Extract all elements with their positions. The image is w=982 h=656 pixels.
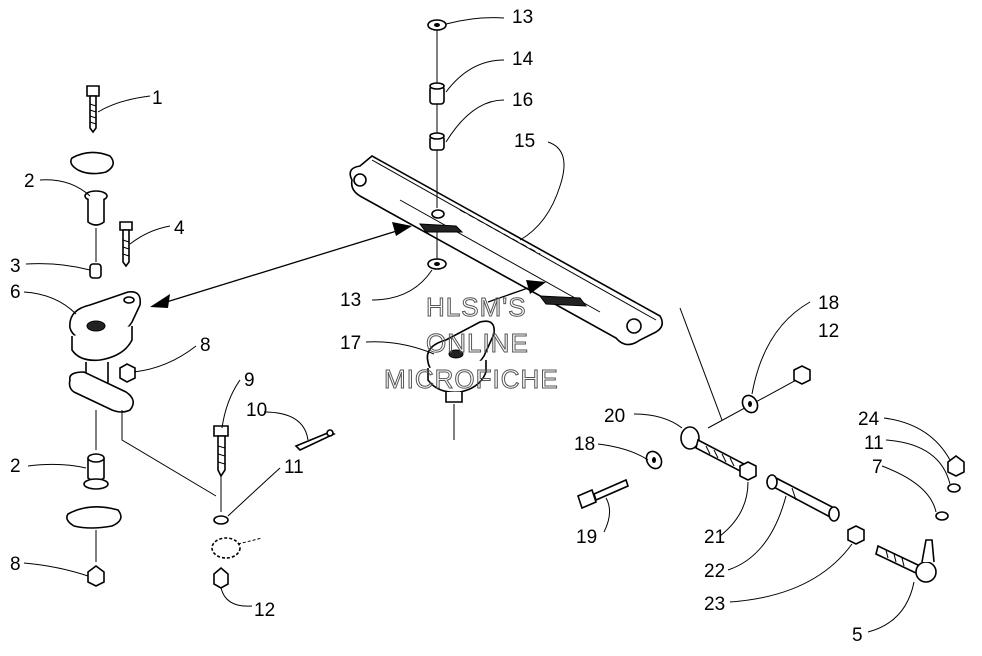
callout-5: 5 [852,625,863,646]
right-tie-rod-assembly [577,307,965,583]
nut-23 [847,525,865,545]
nut-12-right [793,365,811,385]
callout-18-right: 18 [818,293,839,314]
tie-rod-end-5 [875,539,937,583]
callout-24: 24 [858,409,880,430]
upper-plate [70,151,114,175]
nut-12-lower [213,566,229,589]
callout-10: 10 [246,400,267,421]
callout-9: 9 [244,370,255,391]
callout-18-left: 18 [574,434,595,455]
lower-plate [66,506,122,529]
callout-14: 14 [512,49,534,70]
leader-lines [23,17,951,633]
washer-18-right [741,394,759,414]
callout-11-left: 11 [284,457,304,478]
bolt-9 [213,425,229,478]
watermark: HLSM'S ONLINE MICROFICHE [384,292,559,395]
callout-labels: 1 2 4 3 6 8 2 8 9 10 11 12 13 14 16 15 1… [10,7,884,646]
callout-7: 7 [872,457,883,478]
callout-17: 17 [340,333,361,354]
nut-8-lower [87,565,105,587]
cotter-pin-10 [294,429,336,451]
watermark-line-1: HLSM'S [426,292,527,322]
washer-18-left [645,450,663,470]
tie-rod-end-assembly [211,425,336,589]
callout-6: 6 [10,282,21,303]
pivot-bracket-6 [68,290,142,413]
adjuster-sleeve-22 [766,474,840,522]
tie-rod-end [211,537,263,559]
callout-19: 19 [576,527,597,548]
callout-12-left: 12 [254,600,275,621]
bushing-2-bottom [83,453,109,490]
left-pivot-assembly [66,85,217,587]
callout-2-top: 2 [24,171,35,192]
callout-4: 4 [174,218,185,239]
callout-8-lower: 8 [10,554,21,575]
pivot-17 [426,320,496,440]
callout-2-bottom: 2 [10,456,21,477]
spacer-14 [429,82,445,105]
callout-16: 16 [512,90,533,111]
steering-arm-15 [349,155,664,346]
rod-end-20 [680,426,745,474]
callout-11-right: 11 [864,433,884,454]
bolt-4 [119,221,133,268]
callout-20: 20 [604,406,625,427]
nut-24 [947,455,965,477]
callout-15: 15 [514,131,535,152]
nut-8-upper [119,363,136,383]
callout-13-top: 13 [512,7,533,28]
bolt-1 [86,85,100,134]
callout-22: 22 [704,561,725,582]
watermark-line-3: MICROFICHE [384,364,559,394]
callout-8-upper: 8 [200,335,211,356]
bolt-19 [577,478,629,510]
washer-11 [213,515,229,525]
callout-3: 3 [10,256,21,277]
callout-1: 1 [152,88,163,109]
watermark-line-2: ONLINE [426,328,529,358]
washer-7 [935,511,949,521]
callout-21: 21 [704,527,725,548]
washer-11-right [947,483,961,493]
callout-23: 23 [704,594,725,615]
pointer-arrows [150,222,546,308]
callout-12-right: 12 [818,321,839,342]
callout-13-lower: 13 [340,290,361,311]
nut-21 [739,461,757,481]
spacer-3 [89,263,102,279]
bushing-2-top [84,190,108,226]
bushing-16 [429,132,445,151]
